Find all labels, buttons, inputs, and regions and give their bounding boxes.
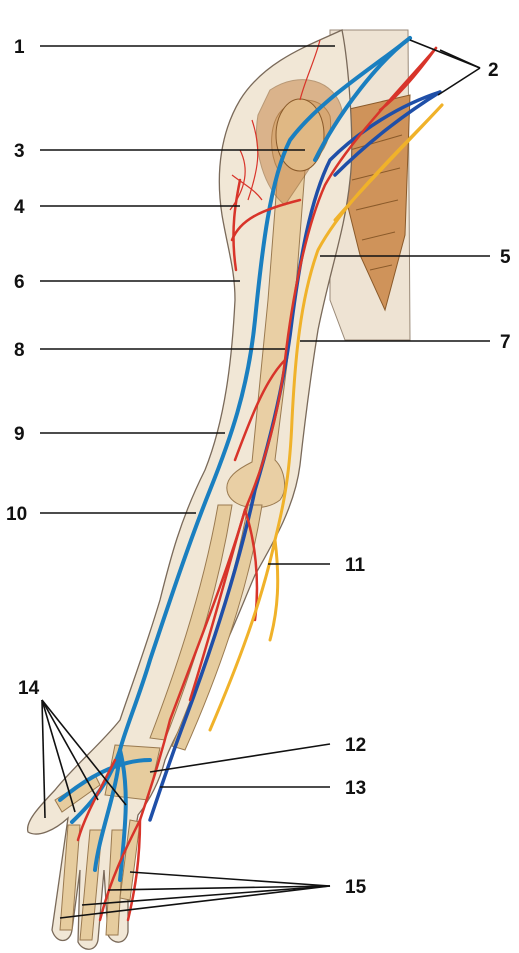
leader-2c (439, 49, 481, 69)
leader-2b (437, 67, 481, 96)
label-3: 3 (14, 141, 25, 162)
leader-14c (41, 699, 99, 801)
shoulder-arteries (229, 39, 321, 211)
label-13: 13 (345, 778, 366, 799)
label-14: 14 (18, 678, 40, 699)
leader-14d (41, 699, 127, 806)
label-1: 1 (14, 37, 25, 58)
label-9: 9 (14, 424, 25, 445)
leader-14b (41, 699, 76, 813)
label-6: 6 (14, 272, 25, 293)
label-7: 7 (500, 332, 511, 353)
label-5: 5 (500, 247, 511, 268)
leader-15d (59, 885, 331, 919)
leader-12 (149, 743, 331, 773)
arteries (76, 46, 438, 922)
superficial-veins (58, 36, 412, 882)
leader-14a (41, 699, 46, 819)
radius-bone (149, 504, 233, 741)
label-2: 2 (488, 60, 499, 81)
label-11: 11 (345, 555, 366, 576)
label-10: 10 (6, 504, 27, 525)
label-8: 8 (14, 340, 25, 361)
label-15: 15 (345, 877, 367, 898)
leader-15c (81, 885, 331, 906)
nerves (208, 103, 444, 732)
leader-15a (129, 871, 331, 887)
leader-15b (107, 885, 331, 891)
label-4: 4 (14, 197, 25, 218)
label-12: 12 (345, 735, 366, 756)
